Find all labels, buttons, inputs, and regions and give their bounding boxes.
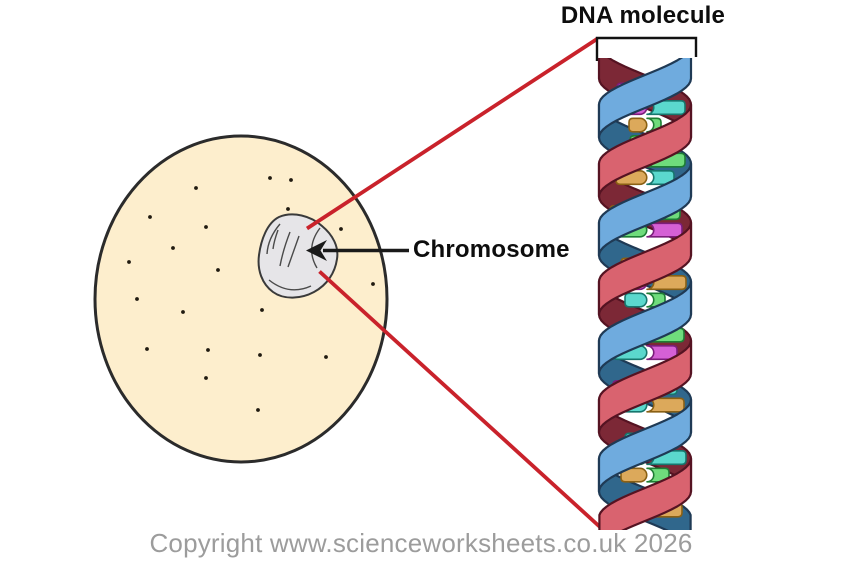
zoom-line-bottom	[318, 270, 602, 529]
dna-bracket	[595, 36, 698, 61]
dna-helix	[597, 58, 693, 530]
cytoplasm-dots	[127, 176, 375, 412]
copyright-watermark: Copyright www.scienceworksheets.co.uk 20…	[149, 528, 693, 558]
cell-membrane	[93, 134, 389, 464]
chromosome-arrowhead	[306, 240, 327, 261]
chromosome-blob	[257, 213, 339, 299]
dna-molecule-label: DNA molecule	[560, 2, 726, 29]
zoom-line-top	[305, 37, 599, 231]
chromosome-inner-lines	[266, 223, 321, 291]
chromosome-label: Chromosome	[413, 236, 570, 263]
